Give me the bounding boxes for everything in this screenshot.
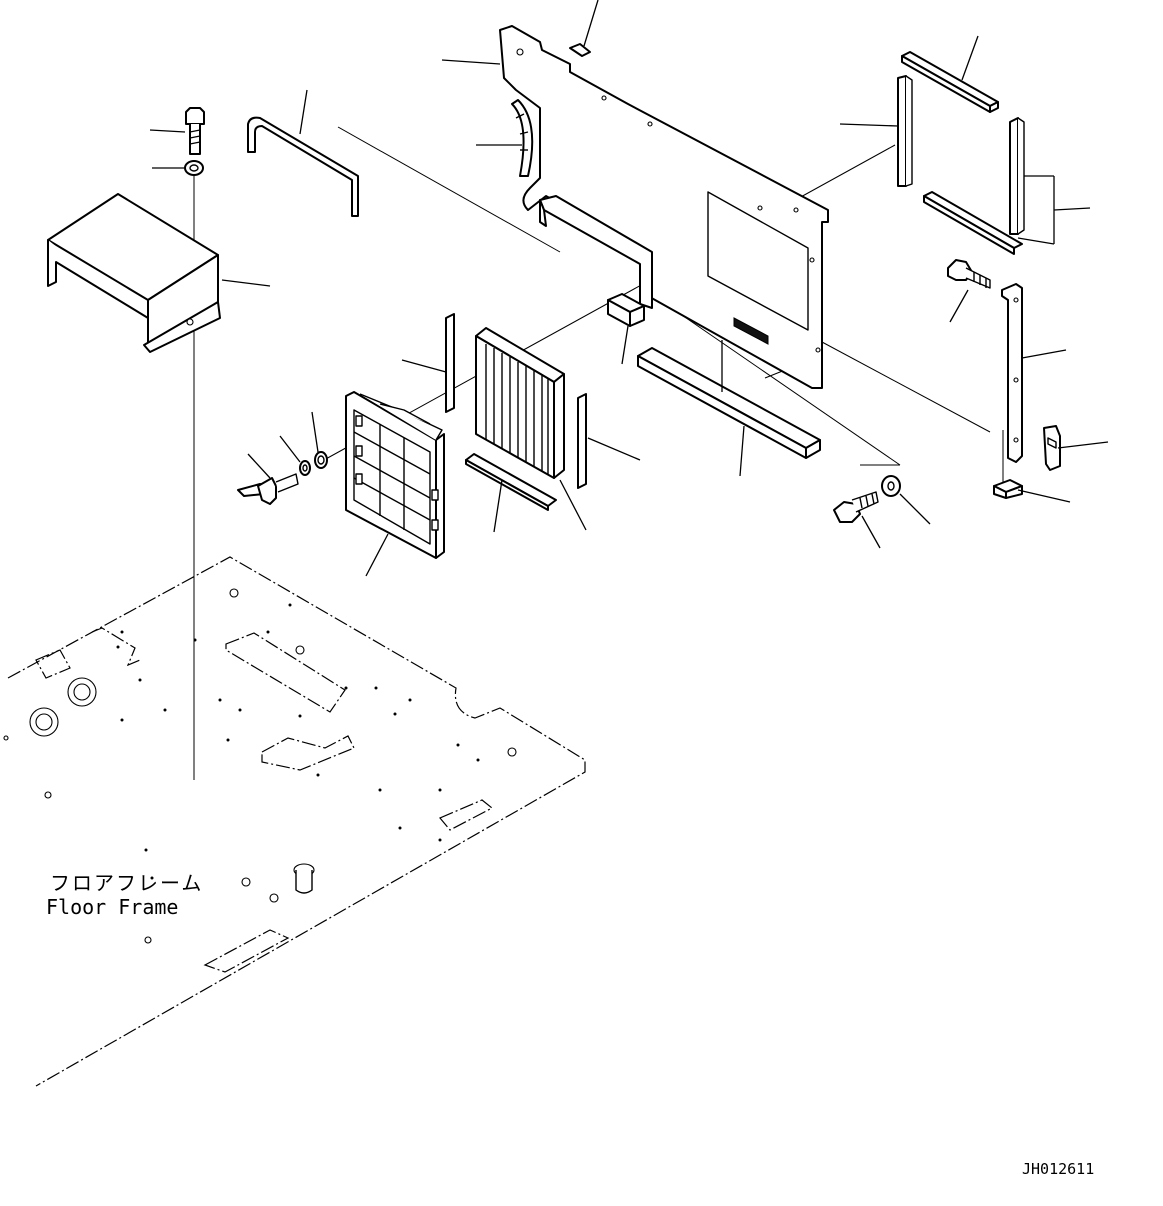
seal-left-part xyxy=(897,75,913,187)
washer-part xyxy=(184,160,204,176)
wing-bolt-part xyxy=(237,473,299,505)
rubber-block-part xyxy=(993,479,1023,499)
handle-part xyxy=(247,116,359,217)
seal-bottom-part xyxy=(923,191,1023,255)
clip-part xyxy=(569,43,591,57)
bolt-part xyxy=(185,107,205,155)
floor-frame-label-en: Floor Frame xyxy=(46,895,178,919)
seal-top-part xyxy=(901,51,999,113)
filter-part xyxy=(475,327,565,479)
leader-lines xyxy=(149,0,1109,577)
floor-frame-label-jp: フロアフレーム xyxy=(50,871,203,895)
long-seal-part xyxy=(637,347,821,459)
foam-block-part xyxy=(607,293,645,327)
vertical-bracket-part xyxy=(1001,283,1023,463)
lower-seal-part xyxy=(465,453,557,511)
filter-holder-part xyxy=(345,391,445,559)
thin-seal-left-part xyxy=(445,313,455,413)
floor-frame xyxy=(3,556,586,1087)
seal-right-part xyxy=(1009,117,1025,235)
washer-small-2-part xyxy=(314,451,328,469)
cover-part xyxy=(47,193,221,353)
bracket-plate-part xyxy=(499,25,829,389)
flange-bolt-right-part xyxy=(947,259,991,289)
hose-part xyxy=(511,99,534,177)
latch-part xyxy=(1043,425,1061,471)
thin-seal-right-part xyxy=(577,393,587,489)
round-washer-part xyxy=(881,475,901,497)
drawing-number: JH012611 xyxy=(1022,1160,1094,1178)
flange-bolt-lower-part xyxy=(833,491,879,523)
washer-small-1-part xyxy=(299,460,311,476)
